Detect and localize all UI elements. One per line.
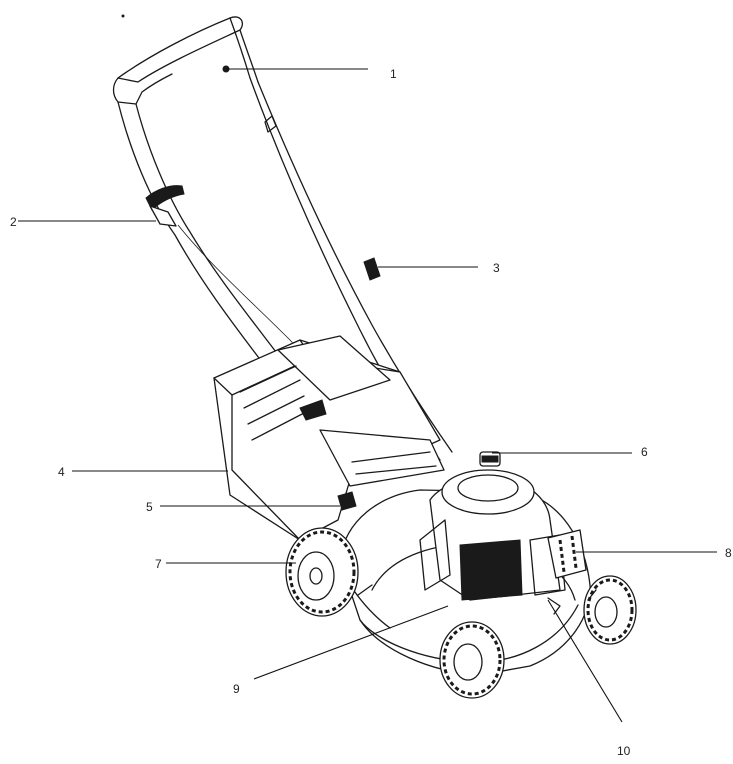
speck-mark [121,14,125,18]
callout-8: 8 [725,546,732,560]
leader-9 [253,605,449,680]
rope-guide [363,257,381,281]
callout-4: 4 [58,465,65,479]
engine-brake-lever [145,185,185,227]
callout-10: 10 [617,744,631,758]
callout-6: 6 [641,445,648,459]
front-right-wheel [583,575,637,645]
spark-plug [547,597,561,615]
front-left-wheel [439,621,505,699]
callout-2: 2 [10,215,17,229]
callout-7: 7 [155,557,162,571]
leader-10 [547,599,623,723]
oil-filler-cap [479,451,501,467]
callout-5: 5 [146,500,153,514]
callout-9: 9 [233,682,240,696]
engine [419,469,566,601]
handle-bar [112,16,453,461]
rear-wheel [285,527,359,617]
leader-lines [18,68,717,723]
callout-3: 3 [493,261,500,275]
callout-labels: 1 2 3 4 5 6 7 8 9 10 [10,67,732,758]
air-filter [547,529,587,579]
callout-1: 1 [390,67,397,81]
grass-collection-bag [213,335,445,541]
height-adjustment-lever [337,491,357,511]
